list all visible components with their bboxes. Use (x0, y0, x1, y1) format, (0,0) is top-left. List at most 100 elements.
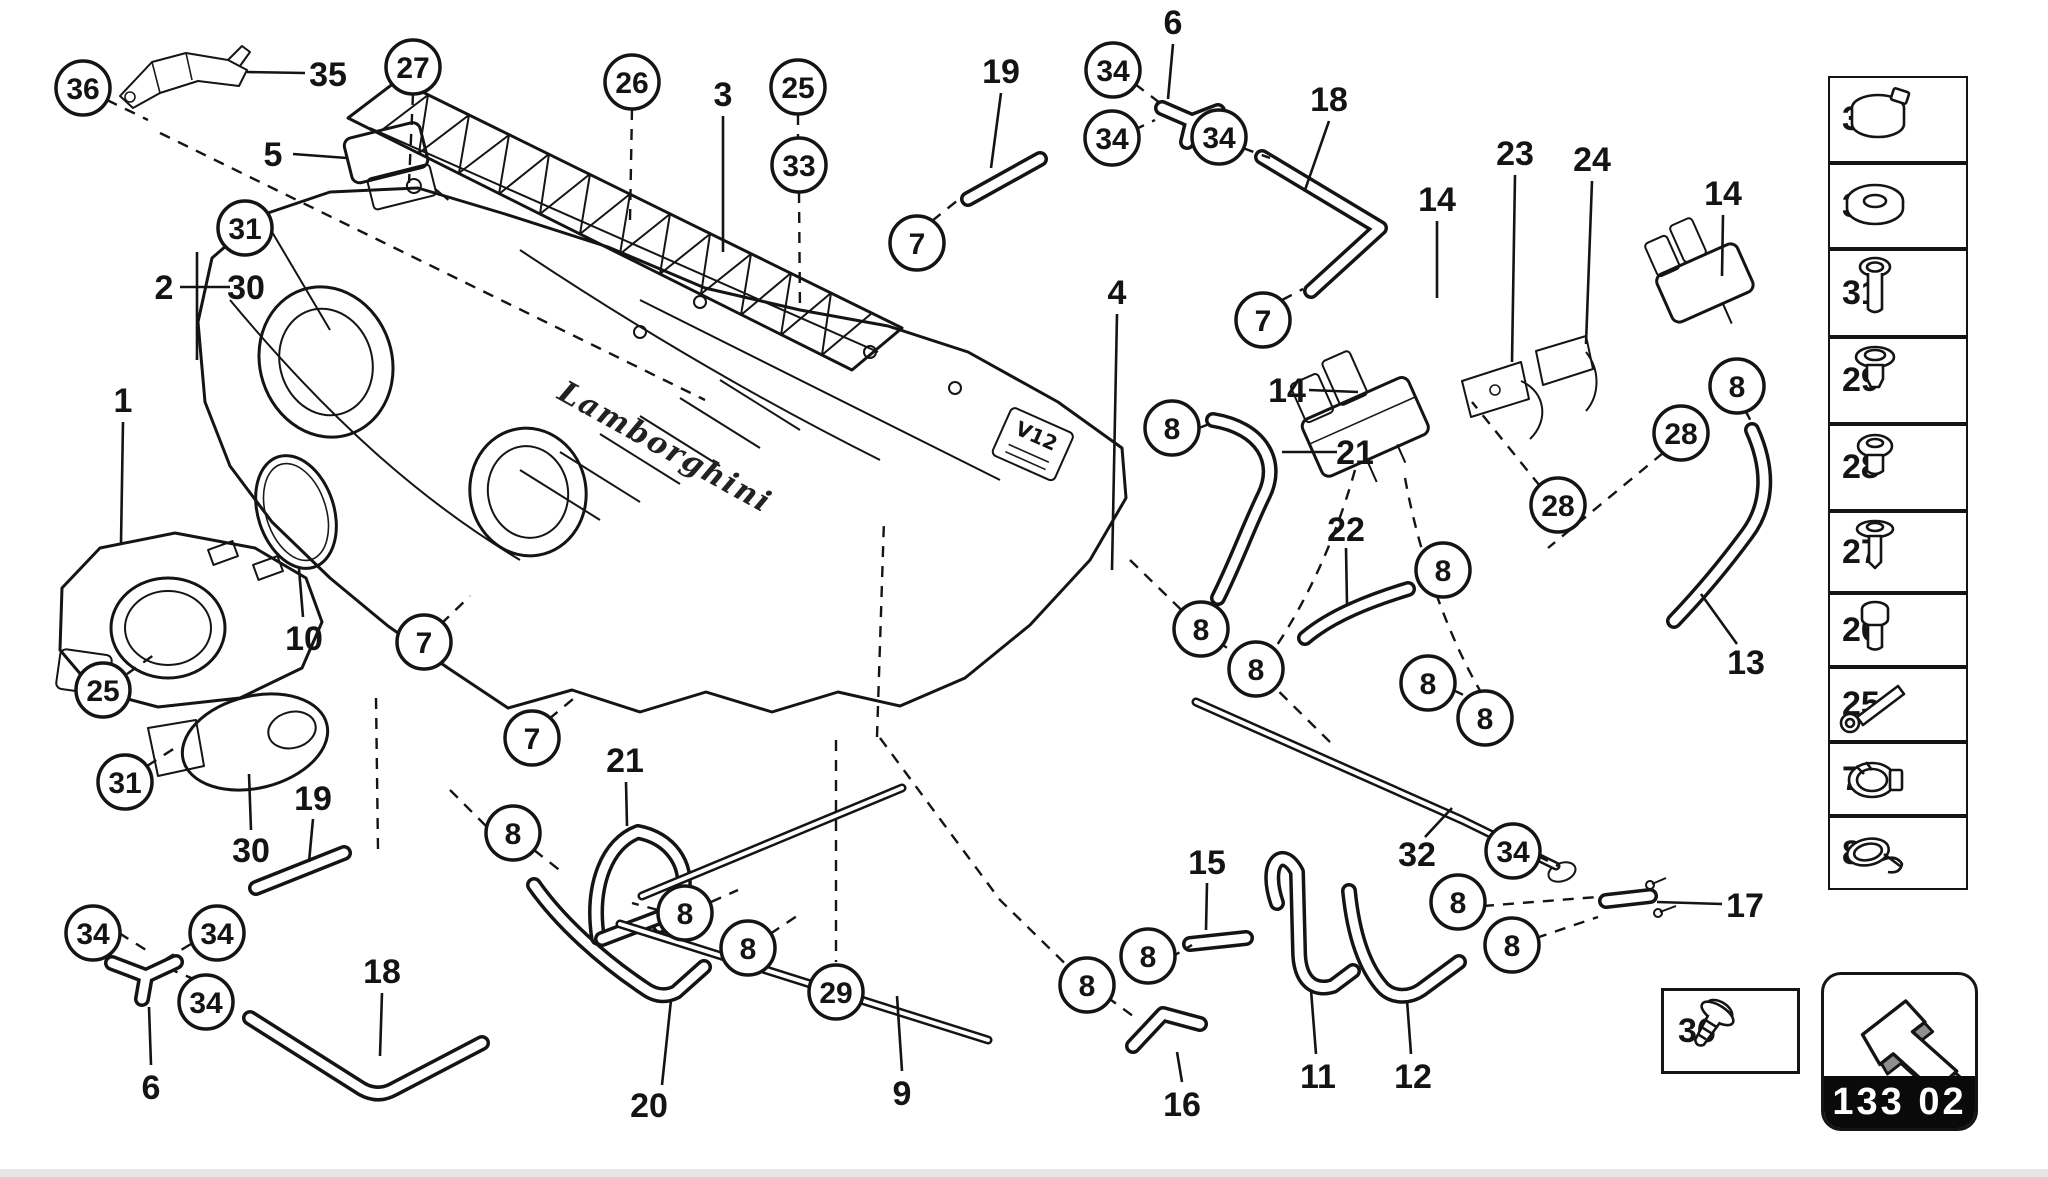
callout-36: 36 (54, 59, 112, 117)
svg-text:8: 8 (1420, 668, 1437, 701)
svg-text:8: 8 (1248, 654, 1265, 687)
svg-text:34: 34 (189, 987, 223, 1020)
page-edge (0, 1169, 2048, 1177)
callout-8: 8 (1483, 916, 1541, 974)
part-label-6: 6 (142, 1069, 161, 1107)
callout-27: 27 (384, 38, 442, 96)
callout-25: 25 (74, 661, 132, 719)
svg-text:36: 36 (66, 73, 99, 106)
part-label-19: 19 (294, 780, 332, 818)
svg-text:8: 8 (1140, 941, 1157, 974)
svg-text:8: 8 (1450, 887, 1467, 920)
svg-text:8: 8 (505, 818, 522, 851)
part-label-23: 23 (1496, 135, 1534, 173)
svg-text:8: 8 (677, 898, 694, 931)
svg-text:29: 29 (819, 977, 852, 1010)
extra-part-box: 36 (1661, 988, 1800, 1074)
part-label-10: 10 (285, 620, 323, 658)
section-code-bar: 133 02 (1824, 1076, 1975, 1128)
leader-lines (119, 43, 1739, 1086)
callout-8: 8 (484, 804, 542, 862)
part-label-30: 30 (227, 269, 265, 307)
callout-8: 8 (1429, 873, 1487, 931)
callout-34: 34 (177, 973, 235, 1031)
section-nav-box[interactable]: 133 02 (1821, 972, 1978, 1131)
legend-row-26: 26 (1828, 593, 1968, 667)
svg-text:34: 34 (1496, 836, 1530, 869)
callout-34: 34 (1484, 822, 1542, 880)
part-label-2: 2 (155, 269, 174, 307)
callout-28: 28 (1652, 404, 1710, 462)
part-label-14: 14 (1418, 181, 1456, 219)
callout-31: 31 (96, 753, 154, 811)
callout-8: 8 (1399, 654, 1457, 712)
part-label-14: 14 (1704, 175, 1742, 213)
svg-text:26: 26 (615, 67, 648, 100)
part-label-16: 16 (1163, 1086, 1201, 1124)
callout-7: 7 (888, 214, 946, 272)
callout-34: 34 (188, 904, 246, 962)
legend-row-29: 29 (1828, 337, 1968, 424)
svg-text:7: 7 (416, 627, 433, 660)
part-label-19: 19 (982, 53, 1020, 91)
svg-text:34: 34 (76, 918, 110, 951)
part-label-18: 18 (1310, 81, 1348, 119)
svg-text:28: 28 (1664, 418, 1697, 451)
callout-8: 8 (1708, 357, 1766, 415)
part-label-3: 3 (714, 76, 733, 114)
part-label-6: 6 (1164, 4, 1183, 42)
svg-text:34: 34 (1202, 122, 1236, 155)
part-label-18: 18 (363, 953, 401, 991)
svg-text:33: 33 (782, 150, 815, 183)
callout-7: 7 (395, 613, 453, 671)
callout-29: 29 (807, 963, 865, 1021)
part-label-11: 11 (1300, 1058, 1336, 1096)
callout-34: 34 (64, 904, 122, 962)
svg-text:25: 25 (86, 675, 119, 708)
callout-28: 28 (1529, 476, 1587, 534)
v12-badge: V12 (991, 407, 1074, 482)
svg-text:34: 34 (200, 918, 234, 951)
callout-7: 7 (503, 709, 561, 767)
part-label-24: 24 (1573, 141, 1611, 179)
part-label-15: 15 (1188, 844, 1226, 882)
callout-8: 8 (656, 884, 714, 942)
callout-34: 34 (1083, 109, 1141, 167)
section-code: 133 02 (1832, 1080, 1967, 1123)
back-arrow-icon (1860, 999, 1962, 1076)
svg-text:8: 8 (1729, 371, 1746, 404)
part-label-14: 14 (1268, 372, 1306, 410)
part-label-21: 21 (1336, 434, 1374, 472)
callout-8: 8 (1414, 541, 1472, 599)
svg-text:8: 8 (1164, 413, 1181, 446)
callout-8: 8 (1119, 927, 1177, 985)
part-label-12: 12 (1394, 1058, 1432, 1096)
callout-8: 8 (1456, 689, 1514, 747)
legend-row-8: 8 (1828, 816, 1968, 890)
legend-row-25: 25 (1828, 667, 1968, 742)
svg-text:7: 7 (524, 723, 541, 756)
svg-text:8: 8 (1435, 555, 1452, 588)
callout-8: 8 (719, 919, 777, 977)
svg-text:31: 31 (228, 213, 261, 246)
callout-33: 33 (770, 136, 828, 194)
svg-text:7: 7 (1255, 305, 1272, 338)
svg-text:25: 25 (781, 72, 814, 105)
legend-row-28: 28 (1828, 424, 1968, 511)
part-label-1: 1 (114, 382, 133, 420)
callout-25: 25 (769, 58, 827, 116)
svg-text:7: 7 (909, 228, 926, 261)
part-label-30: 30 (232, 832, 270, 870)
part-label-21: 21 (606, 742, 644, 780)
part-label-5: 5 (264, 136, 283, 174)
part-label-22: 22 (1327, 511, 1365, 549)
svg-text:8: 8 (740, 933, 757, 966)
callout-7: 7 (1234, 291, 1292, 349)
part-label-35: 35 (309, 56, 347, 94)
legend-row-31: 31 (1828, 249, 1968, 337)
svg-text:8: 8 (1477, 703, 1494, 736)
part-label-4: 4 (1108, 274, 1127, 312)
